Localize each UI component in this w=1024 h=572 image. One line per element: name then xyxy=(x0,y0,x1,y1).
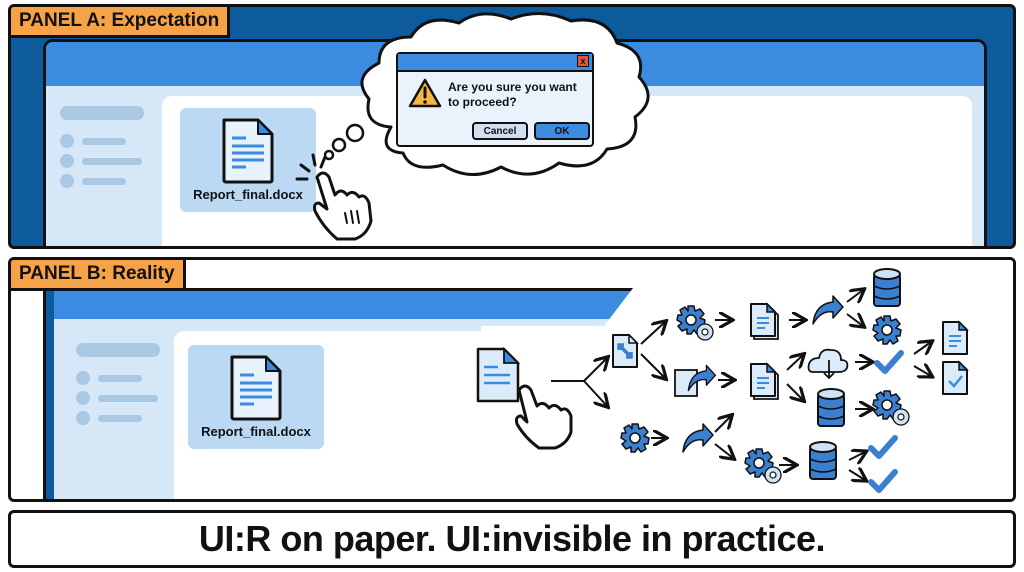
flow-arrow xyxy=(714,443,733,458)
cancel-button[interactable]: Cancel xyxy=(472,122,528,140)
database-icon xyxy=(809,441,837,480)
sidebar-item[interactable] xyxy=(76,391,166,405)
database-icon xyxy=(873,268,901,307)
thought-bubble-dots xyxy=(323,123,365,161)
flow-arrow xyxy=(848,470,865,480)
panel-reality: PANEL B: Reality Report_final.docx xyxy=(8,257,1016,502)
close-icon[interactable]: x xyxy=(577,55,589,67)
flow-arrow xyxy=(913,366,931,376)
document-icon xyxy=(222,118,274,184)
sidebar-item[interactable] xyxy=(60,174,150,188)
sidebar-bullet-icon xyxy=(60,154,74,168)
warning-icon xyxy=(408,78,442,108)
flow-arrow xyxy=(786,355,803,371)
dialog-titlebar: x xyxy=(398,54,592,72)
sidebar-item[interactable] xyxy=(60,134,150,148)
panel-b-label: PANEL B: Reality xyxy=(11,260,186,291)
flow-arrow xyxy=(714,416,731,433)
content-area: Report_final.docx xyxy=(162,96,972,246)
gear-icon xyxy=(620,423,650,453)
flow-arrow xyxy=(640,353,665,378)
document-check-icon xyxy=(942,360,969,395)
flow-arrow xyxy=(848,452,865,460)
document-click-icon xyxy=(476,346,521,403)
click-burst-icon xyxy=(295,153,327,181)
panel-a-label: PANEL A: Expectation xyxy=(11,7,231,38)
file-name: Report_final.docx xyxy=(201,424,311,439)
flow-arrow xyxy=(786,383,803,400)
sidebar-bullet-icon xyxy=(76,371,90,385)
panel-expectation: PANEL A: Expectation Report_final.docx xyxy=(8,4,1016,249)
flow-diagram xyxy=(476,260,1013,499)
sidebar-header-placeholder xyxy=(60,106,144,120)
sidebar-line xyxy=(82,158,142,165)
sidebar-line xyxy=(98,395,158,402)
sidebar-bullet-icon xyxy=(60,174,74,188)
document-share-icon xyxy=(674,364,717,397)
ok-button[interactable]: OK xyxy=(534,122,590,140)
dialog-message: Are you sure you want to proceed? xyxy=(448,80,577,109)
sidebar-item[interactable] xyxy=(60,154,150,168)
sidebar-line xyxy=(82,178,126,185)
caption: UI:R on paper. UI:invisible in practice. xyxy=(8,510,1016,568)
sidebar-header-placeholder xyxy=(76,343,160,357)
flow-arrow xyxy=(846,314,863,326)
database-icon xyxy=(817,388,845,427)
cloud-download-icon xyxy=(807,348,849,380)
confirm-dialog: x Are you sure you want to proceed? Canc… xyxy=(396,52,594,147)
flow-arrow xyxy=(913,342,931,354)
sidebar-item[interactable] xyxy=(76,371,166,385)
sidebar-bullet-icon xyxy=(76,391,90,405)
sidebar-item[interactable] xyxy=(76,411,166,425)
sidebar-line xyxy=(98,415,142,422)
file-name: Report_final.docx xyxy=(193,187,303,202)
file-tile[interactable]: Report_final.docx xyxy=(180,108,316,212)
hand-pointer-icon xyxy=(515,384,573,450)
hand-pointer-icon xyxy=(313,171,373,241)
flow-arrow xyxy=(846,290,863,302)
sidebar-bullet-icon xyxy=(60,134,74,148)
document-icon xyxy=(230,355,282,421)
document-icon xyxy=(942,321,968,355)
file-transfer-icon xyxy=(612,333,639,368)
sidebar-bullet-icon xyxy=(76,411,90,425)
flow-arrow xyxy=(640,322,665,345)
sidebar-line xyxy=(82,138,126,145)
file-tile[interactable]: Report_final.docx xyxy=(188,345,324,449)
flow-arrow xyxy=(583,358,607,382)
gear-icon xyxy=(872,315,902,345)
sidebar-line xyxy=(98,375,142,382)
flow-arrow xyxy=(583,380,607,406)
